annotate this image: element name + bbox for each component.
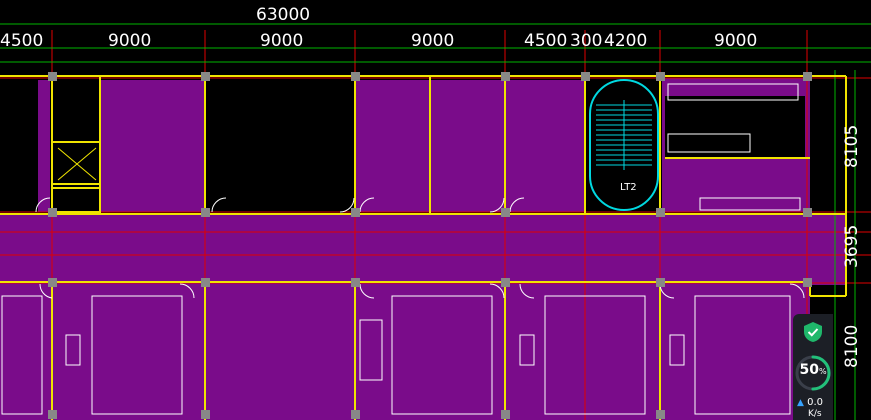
dimension-3: 9000 [260, 31, 303, 51]
dimension-right-2: 3695 [842, 225, 862, 268]
dimension-1: 4500 [0, 31, 43, 51]
structural-columns [48, 72, 812, 419]
network-speed-unit: K/s [808, 409, 822, 419]
stair-lt2: LT2 [589, 79, 659, 211]
cpu-percent: 50% [793, 362, 833, 378]
dimension-right-1: 8105 [842, 125, 862, 168]
cpu-percent-value: 50 [799, 362, 819, 378]
classroom-desks [1, 295, 791, 415]
doors [35, 197, 805, 299]
dimension-6: 300 [570, 31, 602, 51]
dimension-2: 9000 [108, 31, 151, 51]
dark-rooms [0, 80, 805, 213]
toilet-fixtures [667, 83, 801, 211]
network-speed: ▲ 0.0 [797, 397, 833, 409]
upload-arrow-icon: ▲ [797, 398, 804, 408]
dimension-right-3: 8100 [842, 325, 862, 368]
dimension-7: 4200 [604, 31, 647, 51]
dimension-8: 9000 [714, 31, 757, 51]
system-monitor-widget[interactable]: 50% ▲ 0.0 K/s [793, 314, 833, 420]
dimension-total: 63000 [256, 5, 310, 25]
elevator-shaft [57, 147, 97, 181]
walls [0, 75, 847, 420]
cpu-gauge-ring [795, 355, 831, 391]
shield-icon[interactable] [802, 321, 824, 343]
dimension-lines [0, 23, 871, 420]
stair-label: LT2 [620, 182, 637, 193]
network-speed-value: 0.0 [807, 397, 824, 408]
cpu-percent-unit: % [818, 367, 827, 376]
dimension-4: 9000 [411, 31, 454, 51]
dimension-5: 4500 [524, 31, 567, 51]
